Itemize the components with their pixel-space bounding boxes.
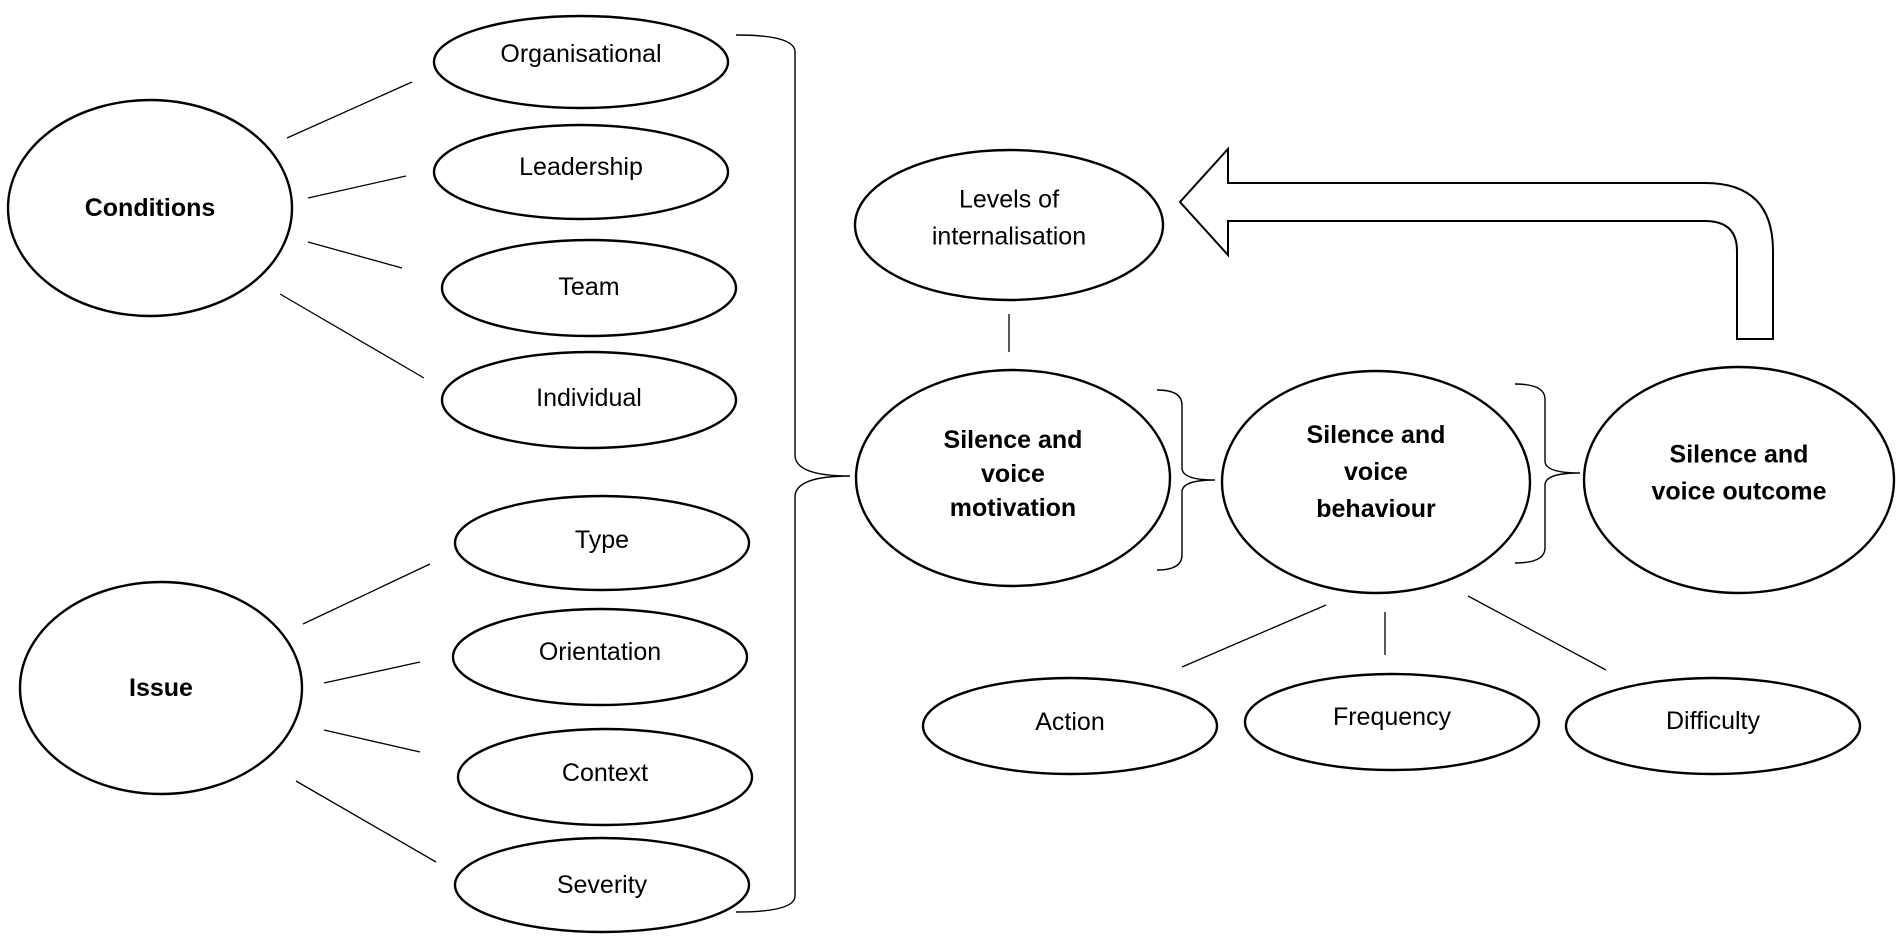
left-grouping-brace bbox=[735, 34, 851, 913]
behaviour-label-line-2: voice bbox=[1344, 458, 1408, 486]
action-node: Action bbox=[921, 676, 1219, 776]
context-node: Context bbox=[456, 727, 754, 827]
behaviour-children-frequency-line-1: Frequency bbox=[1333, 703, 1452, 731]
frequency-label: Frequency bbox=[1333, 703, 1452, 731]
individual-label: Individual bbox=[536, 384, 642, 412]
type-label: Type bbox=[575, 526, 629, 554]
issue-label: Issue bbox=[129, 674, 193, 702]
behaviour-children-difficulty-line-1: Difficulty bbox=[1666, 707, 1761, 735]
groups-conditions-children-organisational-line-1: Organisational bbox=[500, 40, 661, 68]
behaviour-outcome-brace bbox=[1514, 383, 1581, 564]
orientation-label: Orientation bbox=[539, 638, 661, 666]
context-label: Context bbox=[562, 759, 648, 787]
conditions-node: Conditions bbox=[6, 98, 294, 318]
groups-conditions-children-leadership-line-1: Leadership bbox=[519, 153, 643, 181]
severity-node: Severity bbox=[453, 836, 751, 934]
groups-conditions-label-line-1: Conditions bbox=[85, 194, 216, 222]
groups-issue-children-orientation-line-1: Orientation bbox=[539, 638, 661, 666]
groups-issue-children-context-line-1: Context bbox=[562, 759, 648, 787]
difficulty-label: Difficulty bbox=[1666, 707, 1761, 735]
outcome-node: Silence and voice outcome bbox=[1582, 365, 1896, 595]
team-node: Team bbox=[440, 238, 738, 338]
behaviour-label-line-3: behaviour bbox=[1316, 495, 1436, 523]
outcome-line-2: voice outcome bbox=[1651, 478, 1826, 506]
groups-conditions-children-team-line-1: Team bbox=[558, 273, 619, 301]
outcome-line-1: Silence and bbox=[1670, 441, 1809, 469]
individual-node: Individual bbox=[440, 350, 738, 450]
groups-conditions-children-individual-line-1: Individual bbox=[536, 384, 642, 412]
levels-of-internalisation-label: Levels of internalisation bbox=[932, 186, 1086, 251]
levels_of_internalisation-line-1: Levels of bbox=[959, 186, 1059, 214]
organisational-label: Organisational bbox=[500, 40, 661, 68]
type-node: Type bbox=[453, 494, 751, 592]
conditions-connectors bbox=[279, 81, 425, 379]
leadership-node: Leadership bbox=[432, 123, 730, 221]
behaviour-node: Silence and voice behaviour bbox=[1220, 369, 1532, 595]
motivation-behaviour-brace bbox=[1156, 389, 1216, 571]
organisational-node: Organisational bbox=[432, 14, 730, 110]
difficulty-node: Difficulty bbox=[1564, 676, 1862, 776]
behaviour-label-line-1: Silence and bbox=[1307, 421, 1446, 449]
issue-connectors bbox=[295, 563, 437, 863]
behaviour-children-action-line-1: Action bbox=[1035, 708, 1104, 736]
action-label: Action bbox=[1035, 708, 1104, 736]
groups-issue-label-line-1: Issue bbox=[129, 674, 193, 702]
leadership-label: Leadership bbox=[519, 153, 643, 181]
issue-node: Issue bbox=[18, 580, 304, 796]
levels-of-internalisation-node: Levels of internalisation bbox=[853, 148, 1165, 302]
behaviour-label: Silence and voice behaviour bbox=[1307, 421, 1446, 523]
levels_of_internalisation-line-2: internalisation bbox=[932, 223, 1086, 251]
motivation-line-3: motivation bbox=[950, 494, 1076, 522]
conditions-label: Conditions bbox=[85, 194, 216, 222]
team-label: Team bbox=[558, 273, 619, 301]
outcome-label: Silence and voice outcome bbox=[1651, 441, 1826, 506]
motivation-node: Silence and voice motivation bbox=[854, 368, 1172, 588]
motivation-label: Silence and voice motivation bbox=[944, 426, 1083, 522]
groups-issue-children-severity-line-1: Severity bbox=[557, 871, 648, 899]
motivation-line-2: voice bbox=[981, 460, 1045, 488]
behaviour-connectors bbox=[1008, 314, 1607, 671]
severity-label: Severity bbox=[557, 871, 648, 899]
frequency-node: Frequency bbox=[1243, 672, 1541, 772]
feedback-arrow bbox=[1178, 146, 1774, 340]
orientation-node: Orientation bbox=[451, 607, 749, 707]
groups-issue-children-type-line-1: Type bbox=[575, 526, 629, 554]
motivation-line-1: Silence and bbox=[944, 426, 1083, 454]
